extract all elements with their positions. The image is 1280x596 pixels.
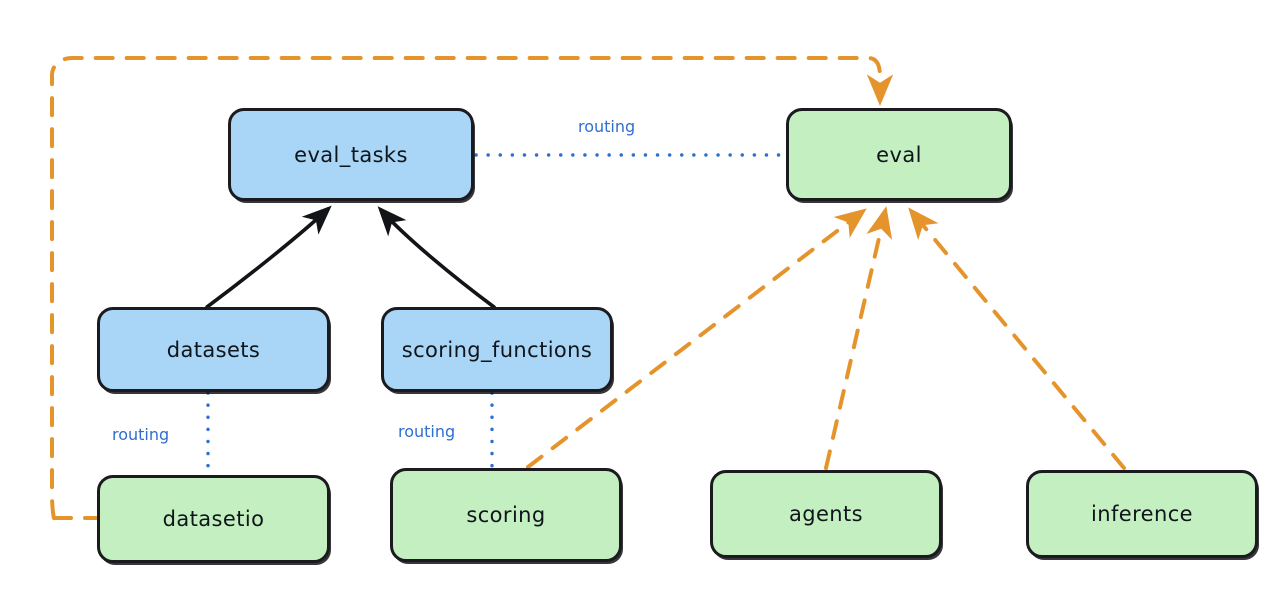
edge-label-routing-datasets-datasetio: routing — [112, 425, 170, 444]
node-agents[interactable]: agents — [710, 470, 942, 558]
edge-datasets-to-eval-tasks — [205, 205, 332, 309]
node-scoring-functions[interactable]: scoring_functions — [381, 307, 613, 392]
edge-scoring-to-eval-dependency — [526, 208, 867, 469]
node-datasetio-label: datasetio — [162, 507, 265, 531]
edge-label-routing-scoring-functions-scoring: routing — [398, 422, 456, 441]
edge-eval-to-datasetio-dependency — [50, 56, 894, 521]
edge-agents-to-eval-dependency — [824, 206, 893, 470]
edge-inference-to-eval-dependency — [908, 207, 1126, 470]
node-eval[interactable]: eval — [786, 108, 1012, 201]
node-datasets-label: datasets — [166, 337, 261, 362]
node-eval-tasks-label: eval_tasks — [294, 142, 408, 167]
node-agents-label: agents — [788, 502, 863, 526]
node-scoring[interactable]: scoring — [390, 468, 622, 562]
node-scoring-label: scoring — [466, 503, 546, 527]
node-datasetio[interactable]: datasetio — [97, 475, 330, 563]
node-eval-tasks[interactable]: eval_tasks — [228, 108, 474, 201]
node-inference[interactable]: inference — [1026, 470, 1258, 558]
node-scoring-functions-label: scoring_functions — [401, 337, 593, 362]
node-inference-label: inference — [1091, 502, 1193, 526]
edge-label-routing-eval-tasks-eval: routing — [578, 117, 636, 136]
node-datasets[interactable]: datasets — [97, 307, 330, 392]
node-eval-label: eval — [876, 142, 922, 167]
edge-scoring-functions-to-eval-tasks — [377, 206, 496, 309]
